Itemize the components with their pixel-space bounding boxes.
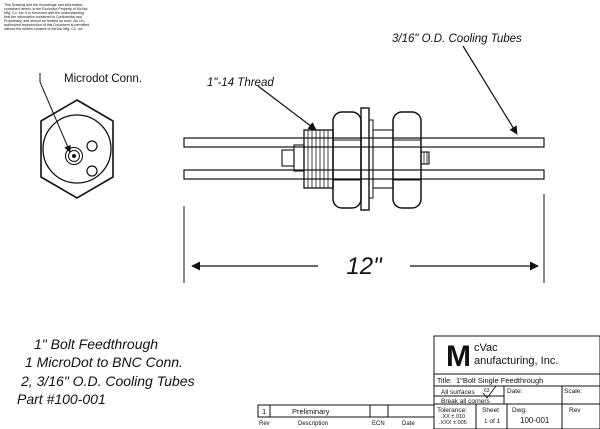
bnc-connector — [281, 144, 305, 172]
dwg-label: Dwg: — [512, 407, 527, 414]
sheet-value: 1 of 1 — [484, 418, 501, 425]
notice-line: Proprietary, and should be treated as su… — [4, 19, 86, 23]
overall-length-dimension: 12" — [183, 194, 545, 283]
tubes-leader — [462, 45, 518, 135]
notice-line: This Drawing and the Knowledge and infor… — [4, 3, 83, 7]
company-logo: M cVac anufacturing, Inc. — [446, 340, 558, 373]
end-fitting — [420, 151, 430, 165]
side-view — [183, 107, 545, 211]
notice-line: without the written consent of McVac Mfg… — [4, 27, 83, 31]
scale-label: Scale: — [564, 388, 582, 395]
thread-callout-label: 1"-14 Thread — [207, 77, 274, 89]
rev-label: Rev — [569, 407, 581, 414]
proprietary-notice: This Drawing and the Knowledge and infor… — [4, 3, 89, 31]
sheet-label: Sheet — [482, 407, 499, 414]
notice-line: that the information contained is Confid… — [4, 15, 82, 19]
company-name-line1: cVac — [474, 342, 498, 354]
cooling-tube-upper — [183, 137, 545, 148]
title-label: Title: — [437, 378, 452, 385]
revision-header: Rev — [259, 421, 270, 427]
part-description: 1" Bolt Feedthrough 1 MicroDot to BNC Co… — [17, 336, 195, 407]
title-block: M cVac anufacturing, Inc. Title: 1"Bolt … — [433, 335, 600, 429]
date-label: Date: — [507, 388, 523, 395]
notice-line: Mfg. Co. Inc. It is furnished with the u… — [4, 11, 84, 15]
hex-nut-2 — [392, 111, 422, 209]
cooling-tube-end — [86, 165, 98, 177]
end-view — [40, 99, 114, 199]
notice-line: authorized reproduction of this Document… — [4, 23, 89, 27]
revision-number: 1 — [262, 407, 266, 416]
revision-header: Date — [402, 421, 415, 427]
microdot-leader — [39, 73, 71, 153]
cooling-tube-lower — [183, 169, 545, 180]
dimension-label: 12" — [346, 253, 383, 280]
surface-finish-icon — [482, 385, 497, 399]
thread-leader — [257, 85, 317, 131]
break-corners-note: Break all corners — [441, 398, 491, 405]
description-line: 1" Bolt Feedthrough — [34, 336, 158, 352]
description-line: 2, 3/16" O.D. Cooling Tubes — [20, 373, 195, 389]
washer — [360, 107, 374, 211]
revision-block: 1 Preliminary Rev Description ECN Date — [257, 404, 435, 427]
tolerance-label: Tolerance: — [437, 407, 467, 414]
description-line: Part #100-001 — [17, 391, 106, 407]
revision-header: ECN — [372, 421, 385, 427]
threaded-body — [303, 129, 334, 189]
hex-nut-1 — [332, 111, 362, 209]
logo-letter: M — [446, 340, 471, 373]
cooling-tube-end — [86, 140, 98, 152]
revision-header: Description — [298, 421, 328, 427]
microdot-callout-label: Microdot Conn. — [64, 73, 142, 85]
all-surfaces-note: All surfaces — [441, 389, 475, 396]
company-name-line2: anufacturing, Inc. — [474, 355, 558, 367]
revision-description: Preliminary — [292, 407, 330, 416]
microdot-connector-face — [64, 146, 84, 166]
notice-line: contained herein, is the Exclusive Prope… — [4, 7, 88, 11]
surface-finish-value: 63 — [484, 388, 490, 394]
tolerance-xxx: .XXX ±.005 — [439, 420, 467, 426]
tolerance-xx: .XX ±.010 — [441, 414, 465, 420]
tubes-callout-label: 3/16" O.D. Cooling Tubes — [392, 33, 522, 45]
dwg-number: 100-001 — [520, 416, 550, 425]
drawing-title: 1"Bolt Single Feedthrough — [456, 376, 543, 385]
description-line: 1 MicroDot to BNC Conn. — [25, 354, 183, 370]
